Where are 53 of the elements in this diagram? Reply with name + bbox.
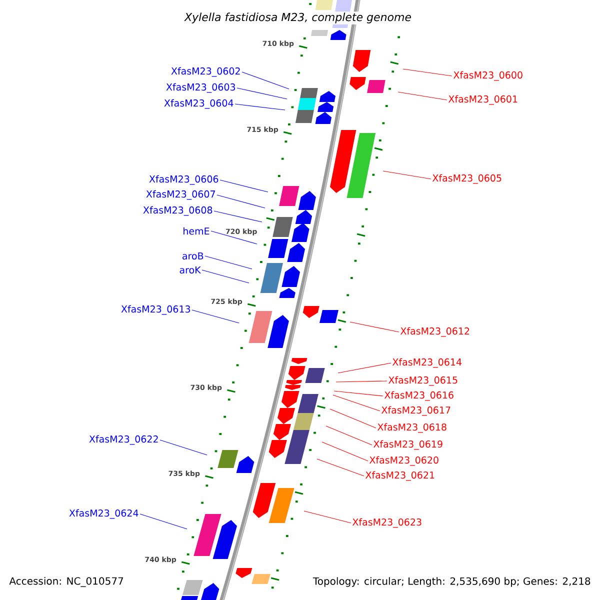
- gene-label: XfasM23_0601: [448, 95, 518, 105]
- gene-label: XfasM23_0620: [369, 456, 438, 466]
- gene-label: XfasM23_0613: [121, 305, 190, 315]
- leader-line: [220, 180, 268, 192]
- leader-line: [330, 408, 376, 428]
- leader-line: [398, 92, 448, 100]
- gene-label: XfasM23_0605: [432, 174, 502, 184]
- gene-label: XfasM23_0602: [171, 67, 240, 77]
- leader-line: [350, 322, 400, 332]
- map-title: Xylella fastidiosa M23, complete genome: [184, 12, 412, 24]
- leader-line: [242, 72, 290, 90]
- gene-label: XfasM23_0622: [89, 435, 158, 445]
- leader-line: [210, 230, 258, 244]
- leader-line: [336, 380, 388, 382]
- leader-line: [216, 194, 266, 208]
- gene-label: XfasM23_0618: [377, 423, 446, 433]
- leader-line: [322, 442, 368, 462]
- gene-label: XfasM23_0617: [381, 406, 450, 416]
- gene-label: XfasM23_0616: [384, 391, 454, 401]
- gene-label: aroB: [182, 252, 204, 260]
- gene-label: XfasM23_0600: [453, 71, 522, 81]
- gene-label: XfasM23_0608: [143, 206, 212, 216]
- leader-line: [192, 310, 240, 324]
- leader-line: [234, 104, 286, 110]
- gene-label: XfasM23_0619: [373, 440, 442, 450]
- gene-label: XfasM23_0614: [392, 358, 462, 368]
- gene-label: hemE: [184, 227, 210, 235]
- leader-line: [160, 440, 208, 456]
- footer-text: Accession: NC_010577: [8, 576, 125, 588]
- leader-line: [338, 362, 392, 374]
- leader-line: [334, 390, 384, 396]
- gene-label: aroK: [180, 266, 202, 274]
- leader-line: [316, 458, 364, 476]
- gene-label: XfasM23_0621: [365, 471, 434, 481]
- leader-line: [402, 68, 452, 76]
- gene-label: XfasM23_0612: [400, 327, 470, 337]
- leader-line: [202, 270, 250, 284]
- leader-line: [214, 210, 262, 222]
- leader-line: [204, 256, 252, 270]
- leader-line: [332, 394, 380, 412]
- gene-label: XfasM23_0623: [352, 518, 422, 528]
- gene-label: XfasM23_0624: [69, 509, 138, 519]
- leader-line: [326, 426, 372, 446]
- gene-label: XfasM23_0606: [149, 175, 218, 185]
- footer-text: Topology: circular; Length: 2,535,690 bp; Genes: 2,218: [312, 576, 592, 588]
- leader-line: [382, 170, 432, 180]
- leader-line: [140, 514, 188, 530]
- gene-label: XfasM23_0607: [146, 190, 215, 200]
- gene-label: XfasM23_0604: [164, 99, 234, 109]
- leader-line: [236, 88, 288, 100]
- gene-label: XfasM23_0615: [388, 376, 458, 386]
- leader-line: [304, 510, 352, 524]
- gene-label: XfasM23_0603: [166, 83, 236, 93]
